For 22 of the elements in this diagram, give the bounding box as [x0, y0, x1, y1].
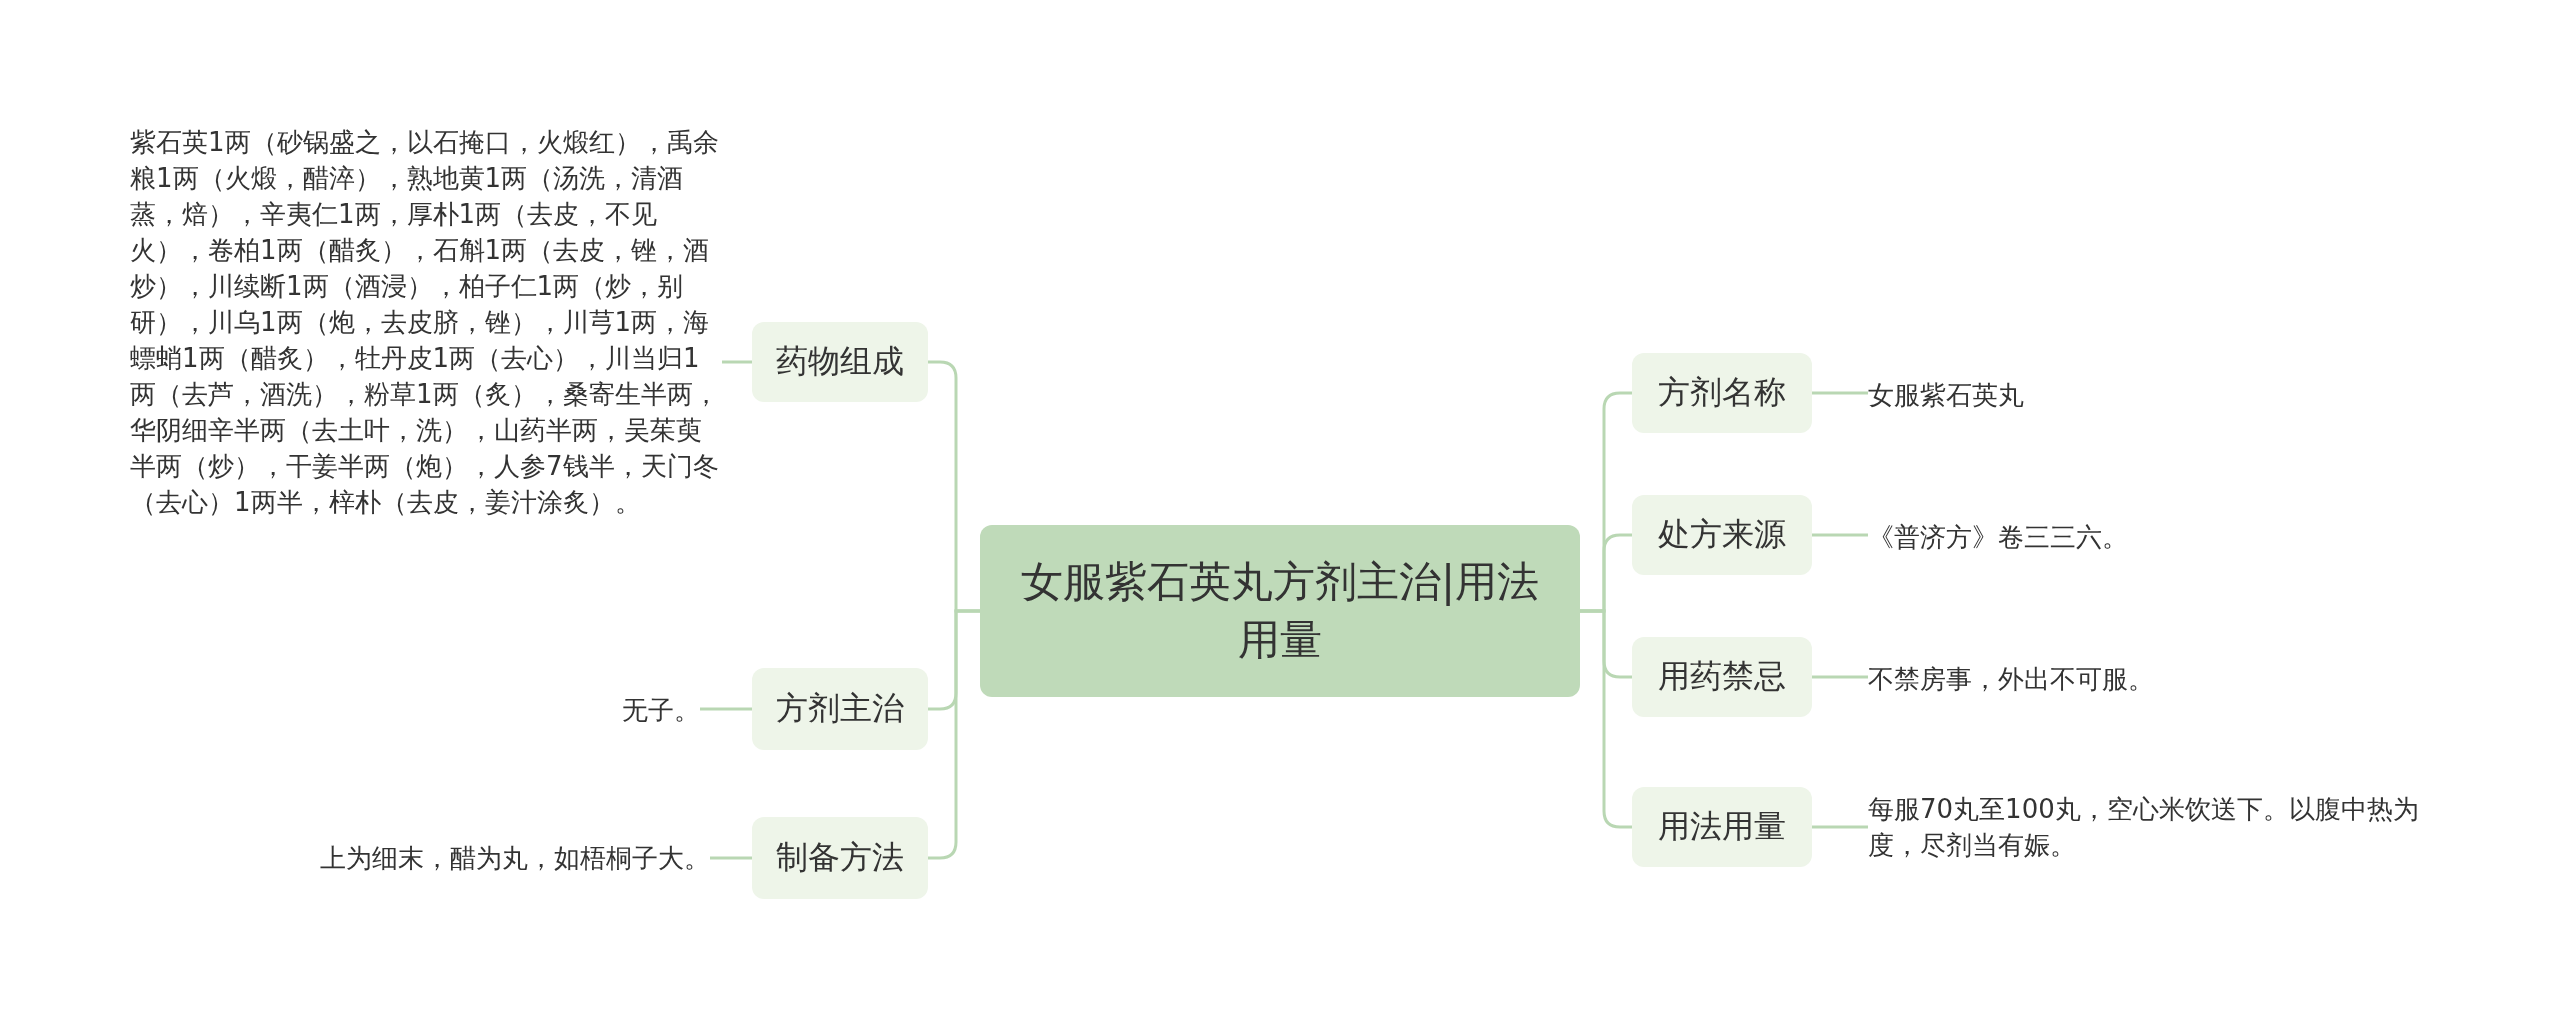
- connector-line: [1812, 825, 1868, 829]
- topic-box: 处方来源: [1632, 495, 1812, 575]
- note-text: 紫石英1两（砂锅盛之，以石掩口，火煅红），禹余粮1两（火煅，醋淬），熟地黄1两（汤洗，清酒蒸，焙），辛夷仁1两，厚朴1两（去皮，不见火），卷柏1两（醋炙），石斛1两（去皮，锉，酒炒），川续断1两（酒浸），柏子仁1两（炒，别研），川乌1两（炮，去皮脐，锉），川芎1两，海螵蛸1两（醋炙），牡丹皮1两（去心），川当归1两（去芦，酒洗），粉草1两（炙），桑寄生半两，华阴细辛半两（去土叶，洗），山药半两，吴茱萸半两（炒），干姜半两（炮），人参7钱半，天门冬（去心）1两半，梓朴（去皮，姜汁涂炙）。: [130, 124, 722, 520]
- note-text: 每服70丸至100丸，空心米饮送下。以腹中热为度，尽剂当有娠。: [1868, 791, 2448, 863]
- connector-line: [1812, 391, 1868, 395]
- note-text: 无子。: [500, 690, 700, 730]
- connector-line: [1812, 533, 1868, 537]
- topic-box: 药物组成: [752, 322, 928, 402]
- connector-line: [710, 856, 752, 860]
- topic-box: 用法用量: [1632, 787, 1812, 867]
- topic-box: 方剂名称: [1632, 353, 1812, 433]
- connector-line: [722, 360, 752, 364]
- note-text: 《普济方》卷三三六。: [1868, 517, 2408, 557]
- topic-box: 制备方法: [752, 817, 928, 899]
- note-text: 不禁房事，外出不可服。: [1868, 659, 2408, 699]
- central-topic-box: 女服紫石英丸方剂主治|用法用量: [980, 525, 1580, 697]
- note-text: 上为细末，醋为丸，如梧桐子大。: [130, 840, 710, 876]
- connector-line: [1812, 675, 1868, 679]
- connector-line: [700, 707, 752, 711]
- topic-box: 方剂主治: [752, 668, 928, 750]
- note-text: 女服紫石英丸: [1868, 375, 2408, 415]
- topic-box: 用药禁忌: [1632, 637, 1812, 717]
